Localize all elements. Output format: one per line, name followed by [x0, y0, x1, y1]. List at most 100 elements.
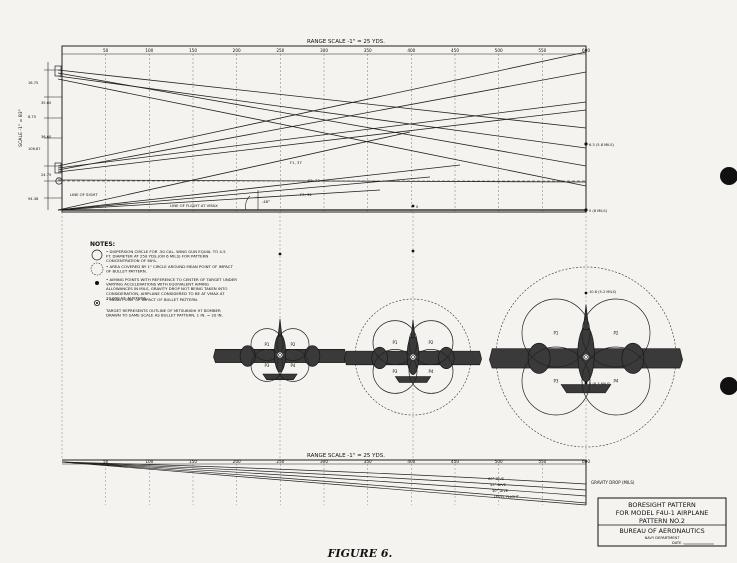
bomber-engine: [304, 345, 321, 367]
top-tick-400: 400: [407, 48, 415, 53]
bottom-tick-350: 350: [364, 459, 372, 464]
note-item-1: • AREA COVERED BY 1" CIRCLE AROUND MEAN …: [106, 264, 234, 274]
left-dim-4: 106.87: [28, 147, 41, 151]
top-tick-500: 500: [495, 48, 503, 53]
circle-label-P2: P2: [429, 340, 434, 345]
notes-block: NOTES: • DISPERSION CIRCLE FOR .50 CAL. …: [90, 241, 237, 318]
bomber-engine: [621, 342, 645, 374]
left-dim-3: 36.60: [41, 135, 52, 139]
dispersion-circle: [408, 320, 454, 365]
dispersion-circle: [276, 349, 310, 382]
punch-hole-bottom: [720, 377, 737, 395]
circle-label-P1: P1: [554, 331, 559, 336]
dispersion-circle: [521, 298, 591, 368]
curve-label-30: 30° DIVE: [492, 489, 509, 493]
sight-circle: [55, 177, 63, 185]
area-circle-icon: [90, 262, 104, 276]
aiming-point-icon: [95, 281, 99, 285]
notes-heading: NOTES:: [90, 241, 115, 248]
top-tick-600: 600: [582, 48, 590, 53]
circle-label-P2: P2: [291, 342, 296, 347]
dispersion-circle: [372, 320, 418, 365]
circle-label-P4: P4: [291, 363, 296, 368]
left-dim-5: 24.75: [41, 173, 51, 177]
circle-label-P1: P1: [393, 340, 398, 345]
bomber-engine: [527, 342, 551, 374]
dispersion-circle: [250, 349, 284, 382]
bottom-tick-200: 200: [233, 459, 241, 464]
note-item-4: TARGET REPRESENTS OUTLINE OF MITSUBISHI …: [105, 308, 223, 318]
title-block: BORESIGHT PATTERN FOR MODEL F4U-1 AIRPLA…: [597, 497, 727, 547]
scale-label: SCALE -1" = 83": [18, 109, 24, 147]
punch-hole-top: [720, 167, 737, 185]
bottom-tick-250: 250: [276, 459, 284, 464]
circle-label-P3: P3: [554, 379, 559, 384]
right-mark-1: 6.3 (5.8 MILS): [589, 143, 615, 147]
top-range-scale-label: RANGE SCALE -1" = 25 YDS.: [307, 39, 385, 45]
bomber-tailplane: [560, 384, 612, 394]
large-mark-1: 10.6 (5.2 MILS): [589, 290, 617, 294]
title-line-3: PATTERN NO.2: [639, 517, 685, 525]
dispersion-circle: [581, 346, 651, 416]
org-name: BUREAU OF AERONAUTICS: [619, 527, 704, 535]
note-item-0: • DISPERSION CIRCLE FOR .50 CAL. WING GU…: [106, 249, 226, 263]
gravity-curves: [61, 461, 587, 506]
mean-point-icon: [94, 299, 101, 306]
figure-caption: FIGURE 6.: [327, 547, 393, 560]
top-tick-50: 50: [103, 48, 109, 53]
bomber-fin: [277, 318, 283, 337]
top-tick-200: 200: [233, 48, 241, 53]
line-of-sight-label: LINE OF SIGHT: [70, 192, 98, 197]
angle-label: .48°: [262, 199, 270, 204]
department: NAVY DEPARTMENT: [645, 536, 681, 540]
bottom-tick-400: 400: [407, 459, 415, 464]
top-tick-100: 100: [145, 48, 153, 53]
top-tick-250: 250: [276, 48, 284, 53]
circle-label-P2: P2: [614, 331, 619, 336]
left-dim-6: 94.38: [28, 197, 39, 201]
dispersion-circle: [521, 346, 591, 416]
bottom-range-scale-label: RANGE SCALE -1" = 25 YDS.: [307, 453, 385, 459]
beam-label-f3: F3, 32: [300, 192, 312, 197]
bottom-tick-500: 500: [495, 459, 503, 464]
circle-label-P4: P4: [614, 379, 619, 384]
circle-label-P4: P4: [429, 369, 434, 374]
circle-label-P1: P1: [265, 342, 270, 347]
top-tick-550: 550: [538, 48, 546, 53]
note-item-3: • MEAN POINT OF IMPACT OF BULLET PATTERN…: [106, 297, 198, 302]
bomber-engine: [239, 345, 256, 367]
beam-label-f2: F2, 33: [308, 178, 320, 183]
left-dim-0: 16.75: [28, 81, 38, 85]
curve-label-45: 45° DIVE: [490, 483, 507, 487]
dispersion-circle-icon: [91, 249, 103, 261]
gravity-drop-label: GRAVITY DROP (MILS): [591, 480, 635, 485]
dispersion-circle: [372, 349, 418, 394]
curve-label-60: 60° DIVE: [488, 477, 505, 481]
bottom-tick-100: 100: [145, 459, 153, 464]
dispersion-circle: [250, 328, 284, 361]
curve-label-level: LEVEL FLIGHT: [494, 495, 520, 499]
beam-label-f1: F1, 37: [290, 160, 302, 165]
beam-lines: [57, 51, 587, 211]
dispersion-circle: [276, 328, 310, 361]
left-dim-1: 35.60: [41, 101, 52, 105]
right-mark-2: 5 (8 MILS): [589, 209, 608, 213]
top-tick-450: 450: [451, 48, 459, 53]
bottom-tick-550: 550: [538, 459, 546, 464]
dispersion-circle: [581, 298, 651, 368]
circle-label-P3: P3: [265, 363, 270, 368]
bottom-tick-300: 300: [320, 459, 328, 464]
top-tick-350: 350: [364, 48, 372, 53]
bomber-tailplane: [394, 376, 432, 383]
top-tick-300: 300: [320, 48, 328, 53]
large-mark-2: 5 (8.3 MILS): [589, 382, 611, 386]
bottom-tick-150: 150: [189, 459, 197, 464]
left-dim-2: 8.75: [28, 115, 36, 119]
